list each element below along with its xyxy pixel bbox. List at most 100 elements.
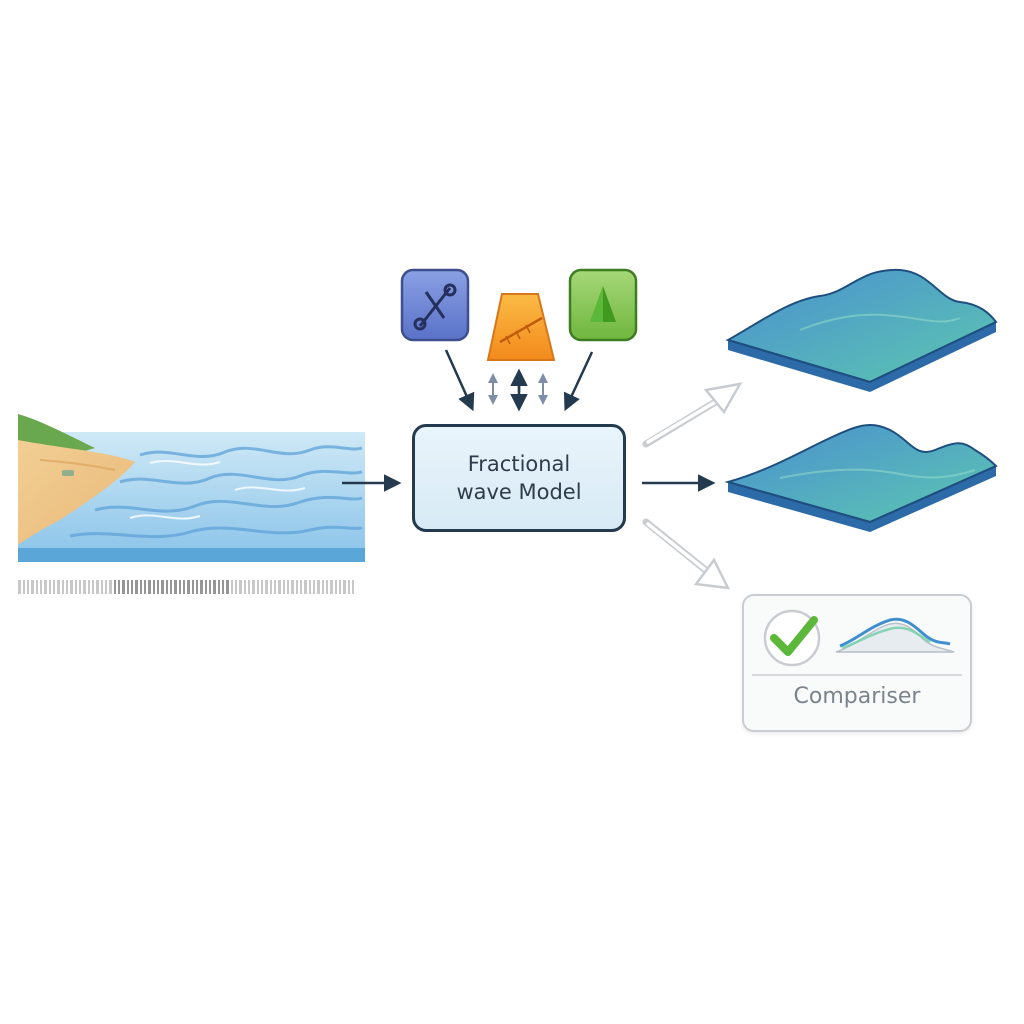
barcode-bar [343, 580, 346, 594]
barcode-bar [140, 580, 142, 594]
barcode-bar [339, 580, 341, 594]
barcode-bar [252, 580, 255, 594]
data-strip [18, 580, 354, 594]
barcode-bar [192, 580, 194, 594]
barcode-bar [257, 580, 259, 594]
scissors-icon [400, 268, 470, 342]
barcode-bar [174, 580, 177, 594]
arrow-icon1-to-model [444, 349, 475, 412]
wave-surface-output-2 [724, 423, 998, 532]
barcode-bar [109, 580, 112, 594]
coastal-scene [18, 414, 365, 562]
triangle-icon [568, 268, 638, 342]
barcode-bar [287, 580, 289, 594]
barcode-bar [66, 580, 68, 594]
barcode-bar [222, 580, 224, 594]
barcode-bar [79, 580, 81, 594]
barcode-bar [122, 580, 125, 594]
barcode-bar [348, 580, 350, 594]
arrow-to-output-top [642, 382, 743, 448]
barcode-bar [313, 580, 315, 594]
barcode-bar [40, 580, 42, 594]
barcode-bar [300, 580, 302, 594]
barcode-bar [144, 580, 146, 594]
barcode-bar [44, 580, 47, 594]
wave-surface-output-1 [725, 268, 998, 392]
barcode-bar [239, 580, 242, 594]
barcode-bar [248, 580, 250, 594]
barcode-bar [83, 580, 86, 594]
barcode-bar [148, 580, 151, 594]
fractional-wave-model-box: Fractional wave Model [412, 424, 626, 532]
barcode-bar [274, 580, 276, 594]
checkmark-icon [763, 609, 821, 667]
barcode-bar [70, 580, 73, 594]
barcode-bar [209, 580, 211, 594]
barcode-bar [53, 580, 55, 594]
comparer-graphic [763, 609, 955, 667]
barcode-bar [335, 580, 337, 594]
mini-wave-surface-icon [835, 617, 955, 653]
barcode-bar [49, 580, 51, 594]
barcode-bar [309, 580, 311, 594]
barcode-bar [57, 580, 60, 594]
barcode-bar [127, 580, 129, 594]
barcode-bar [187, 580, 190, 594]
barcode-bar [161, 580, 164, 594]
barcode-bar [205, 580, 207, 594]
barcode-bar [183, 580, 185, 594]
barcode-bar [96, 580, 99, 594]
barcode-bar [317, 580, 320, 594]
barcode-bar [352, 580, 354, 594]
barcode-bar [88, 580, 90, 594]
barcode-bar [296, 580, 298, 594]
barcode-bar [27, 580, 29, 594]
barcode-bar [157, 580, 159, 594]
barcode-bar [62, 580, 64, 594]
barcode-bar [304, 580, 307, 594]
barcode-bar [131, 580, 133, 594]
bidirectional-arrows [488, 368, 548, 412]
barcode-bar [179, 580, 181, 594]
barcode-bar [213, 580, 216, 594]
comparer-label: Compariser [793, 684, 921, 709]
comparer-box: Compariser [742, 594, 972, 732]
barcode-bar [261, 580, 263, 594]
barcode-bar [231, 580, 233, 594]
barcode-bar [18, 580, 21, 594]
barcode-bar [235, 580, 237, 594]
barcode-bar [114, 580, 116, 594]
barcode-bar [31, 580, 34, 594]
barcode-bar [291, 580, 294, 594]
barcode-bar [244, 580, 246, 594]
model-title-line-1: Fractional [467, 452, 571, 476]
barcode-bar [170, 580, 172, 594]
barcode-bar [278, 580, 281, 594]
arrow-to-comparer [642, 518, 731, 590]
comparer-divider [752, 674, 962, 676]
barcode-bar [330, 580, 333, 594]
barcode-bar [75, 580, 77, 594]
barcode-bar [326, 580, 328, 594]
barcode-bar [166, 580, 168, 594]
barcode-bar [92, 580, 94, 594]
barcode-bar [265, 580, 268, 594]
barcode-bar [135, 580, 138, 594]
barcode-bar [200, 580, 203, 594]
barcode-bar [36, 580, 38, 594]
ruler-icon [486, 293, 556, 361]
barcode-bar [153, 580, 155, 594]
barcode-bar [23, 580, 25, 594]
barcode-bar [118, 580, 120, 594]
model-title-line-2: wave Model [456, 480, 582, 504]
barcode-bar [270, 580, 272, 594]
barcode-bar [218, 580, 220, 594]
arrow-icon3-to-model [563, 351, 594, 412]
barcode-bar [283, 580, 285, 594]
barcode-bar [196, 580, 198, 594]
barcode-bar [105, 580, 107, 594]
barcode-bar [322, 580, 324, 594]
barcode-bar [101, 580, 103, 594]
